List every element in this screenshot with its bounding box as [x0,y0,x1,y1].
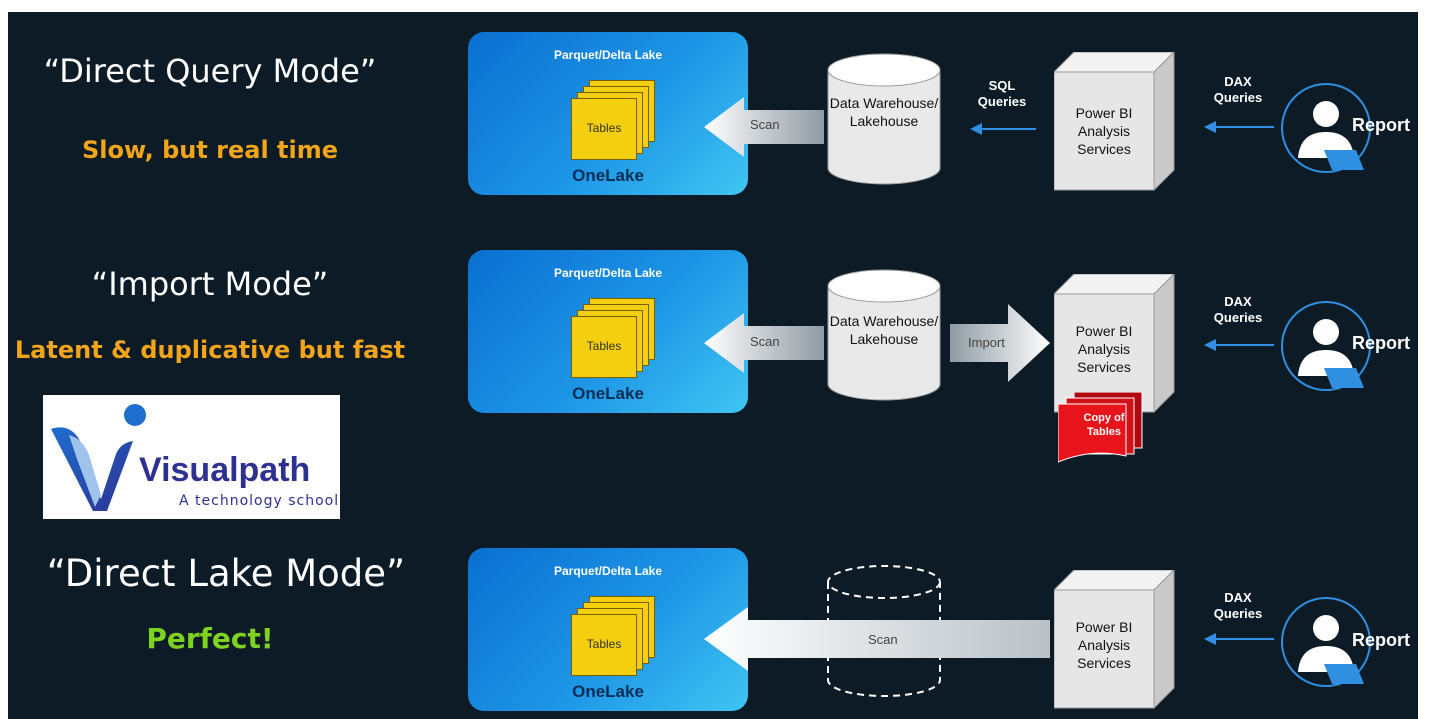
scan-arrow-icon [704,97,824,157]
logo-tagline: A technology school [179,493,340,509]
parquet-label: Parquet/Delta Lake [553,564,663,578]
tables-folder-icon: Tables [571,80,655,160]
mode-subtitle-import: Latent & duplicative but fast [14,336,406,364]
dax-queries-label: DAX Queries [1213,294,1263,325]
scan-label: Scan [750,117,780,132]
tables-folder-icon: Tables [571,596,655,676]
power-bi-label: Power BI Analysis Services [1075,105,1133,157]
dax-arrow-icon [1204,339,1274,351]
report-label: Report [1352,333,1410,353]
parquet-label: Parquet/Delta Lake [553,266,663,280]
tables-label: Tables [586,121,622,135]
logo-name: Visualpath [139,451,311,489]
report-label: Report [1352,115,1410,135]
onelake-box-direct-query: Parquet/Delta Lake Tables OneLake [468,32,748,195]
mode-title-import: “Import Mode” [91,265,329,303]
dax-queries-label: DAX Queries [1213,74,1263,105]
onelake-box-import: Parquet/Delta Lake Tables OneLake [468,250,748,413]
tables-label: Tables [586,339,622,353]
scan-label: Scan [868,632,898,647]
import-label: Import [968,335,1005,350]
report-user-icon [1281,597,1371,687]
mode-title-direct-lake: “Direct Lake Mode” [46,552,406,595]
onelake-label: OneLake [572,682,644,701]
report-user-icon [1281,83,1371,173]
diagram-canvas: “Direct Query Mode” Slow, but real time … [8,12,1418,719]
scan-arrow-long-icon [704,607,1050,671]
dax-arrow-icon [1204,633,1274,645]
tables-folder-icon: Tables [571,298,655,378]
warehouse-label: Data Warehouse/ Lakehouse [829,95,939,129]
copy-of-tables-label: Copy of Tables [1083,412,1125,438]
scan-arrow-icon [704,313,824,373]
dax-arrow-icon [1204,121,1274,133]
data-warehouse-cylinder-icon [827,53,941,185]
report-label: Report [1352,630,1410,650]
query-arrow-icon [970,123,1036,135]
power-bi-label: Power BI Analysis Services [1075,323,1133,375]
scan-label: Scan [750,334,780,349]
dashed-cylinder-icon [827,565,941,697]
parquet-label: Parquet/Delta Lake [553,48,663,62]
power-bi-cube-icon [1054,570,1175,710]
copy-of-tables-icon [1058,392,1143,463]
mode-subtitle-direct-query: Slow, but real time [81,136,339,164]
tables-label: Tables [586,637,622,651]
data-warehouse-cylinder-icon [827,269,941,401]
visualpath-v-logo-icon [51,404,146,511]
power-bi-cube-icon [1054,52,1175,192]
report-user-icon [1281,301,1371,391]
onelake-box-direct-lake: Parquet/Delta Lake Tables OneLake [468,548,748,711]
dax-queries-label: DAX Queries [1213,590,1263,621]
power-bi-label: Power BI Analysis Services [1075,619,1133,671]
visualpath-logo: Visualpath A technology school [43,395,340,519]
onelake-label: OneLake [572,166,644,185]
mode-title-direct-query: “Direct Query Mode” [43,52,377,90]
warehouse-label: Data Warehouse/ Lakehouse [829,313,939,347]
import-arrow-icon [950,304,1050,382]
onelake-label: OneLake [572,384,644,403]
mode-subtitle-direct-lake: Perfect! [146,622,274,655]
sql-queries-label: SQL Queries [977,78,1027,109]
